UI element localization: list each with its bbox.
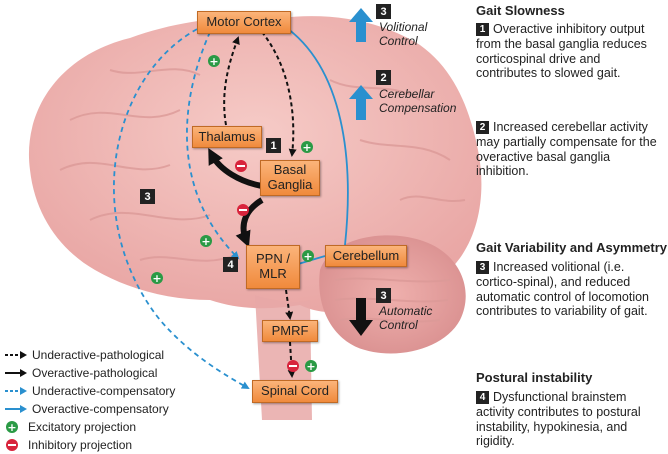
item-badge: 3 [476, 261, 489, 275]
badge-3-left: 3 [140, 189, 155, 204]
thalamus-cortex-path [223, 36, 240, 126]
automatic-control-label: Automatic Control [379, 304, 433, 332]
item-text: Increased cerebellar activity may partia… [476, 120, 657, 179]
cortex-bg-path [261, 31, 297, 157]
cerebellar-compensation-label: Cerebellar Compensation [379, 87, 457, 115]
excitatory-icon: + [305, 359, 317, 373]
gait-variability-title: Gait Variability and Asymmetry [476, 240, 667, 255]
pmrf-node: PMRF [262, 320, 318, 342]
excitatory-icon: + [302, 249, 314, 263]
postural-instability-title: Postural instability [476, 370, 593, 385]
volitional-up-arrow [349, 8, 373, 42]
inhibitory-icon [235, 160, 247, 172]
ppn-mlr-node: PPN / MLR [246, 245, 300, 289]
legend-excitatory: + Excitatory projection [4, 418, 136, 436]
dashed-black-arrow-icon [5, 351, 27, 359]
inhibitory-icon [287, 360, 299, 372]
motor-cortex-node: Motor Cortex [197, 11, 291, 34]
legend-overactive-pathological: Overactive-pathological [4, 364, 157, 382]
legend-label: Inhibitory projection [28, 438, 133, 452]
item-text: Dysfunctional brainstem activity contrib… [476, 390, 641, 449]
badge-1: 1 [266, 138, 281, 153]
legend-label: Overactive-compensatory [32, 402, 169, 416]
spinal-cord-node: Spinal Cord [252, 380, 338, 403]
legend-label: Excitatory projection [28, 420, 137, 434]
excitatory-icon: + [151, 271, 163, 285]
legend-underactive-compensatory: Underactive-compensatory [4, 382, 175, 400]
badge-4: 4 [223, 257, 238, 272]
thalamus-node: Thalamus [192, 126, 262, 148]
item-badge: 4 [476, 391, 489, 405]
excitatory-icon: + [208, 54, 220, 68]
dashed-blue-arrow-icon [5, 387, 27, 395]
bg-thalamus-path [208, 147, 263, 189]
legend-label: Underactive-compensatory [32, 384, 176, 398]
automatic-badge: 3 [376, 288, 391, 303]
cerebellum-cortex-path [276, 20, 349, 246]
plus-icon: + [6, 420, 18, 434]
basal-ganglia-node: Basal Ganglia [260, 160, 320, 196]
legend-label: Underactive-pathological [32, 348, 165, 362]
item-badge: 2 [476, 121, 489, 135]
solid-blue-arrow-icon [5, 405, 27, 413]
excitatory-icon: + [200, 234, 212, 248]
volitional-control-label: Volitional Control [379, 20, 428, 48]
bg-ppn-path [235, 197, 264, 248]
legend-label: Overactive-pathological [32, 366, 158, 380]
cortex-ppn-path [186, 31, 240, 260]
cerebellar-badge: 2 [376, 70, 391, 85]
excitatory-icon: + [301, 140, 313, 154]
ppn-pmrf-path [285, 289, 294, 320]
legend-underactive-pathological: Underactive-pathological [4, 346, 164, 364]
legend-overactive-compensatory: Overactive-compensatory [4, 400, 169, 418]
item-text: Increased volitional (i.e. cortico-spina… [476, 260, 650, 319]
automatic-down-arrow [349, 298, 373, 336]
solid-black-arrow-icon [5, 369, 27, 377]
gait-slowness-title: Gait Slowness [476, 3, 565, 18]
legend-inhibitory: Inhibitory projection [4, 436, 132, 454]
item-text: Overactive inhibitory output from the ba… [476, 22, 647, 81]
cerebellum-node: Cerebellum [325, 245, 407, 267]
minus-icon [6, 439, 18, 451]
item-badge: 1 [476, 23, 489, 37]
cerebellar-up-arrow [349, 85, 373, 120]
volitional-badge: 3 [376, 4, 391, 19]
inhibitory-icon [237, 204, 249, 216]
corticospinal-path [113, 24, 250, 389]
